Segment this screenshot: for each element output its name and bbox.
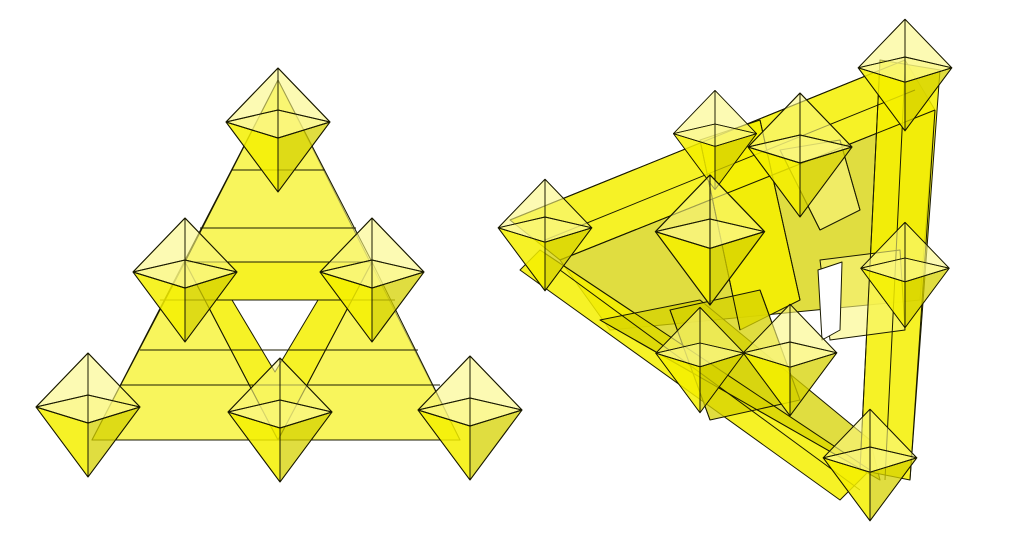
front-view: [35, 67, 523, 483]
perspective-view: [497, 18, 953, 522]
inner-hole: [817, 261, 843, 341]
central-hole: [231, 299, 319, 373]
octahedron: [417, 355, 523, 481]
octahedron: [35, 352, 141, 478]
